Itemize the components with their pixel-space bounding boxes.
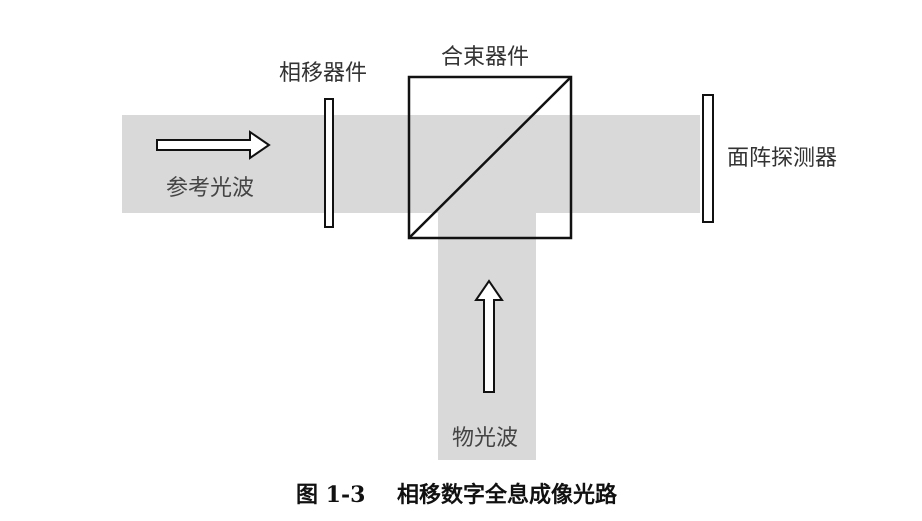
reference-beam: [122, 115, 700, 213]
reference-wave-label: 参考光波: [166, 176, 255, 201]
beam-combiner-label: 合束器件: [441, 45, 530, 70]
object-wave-label: 物光波: [452, 426, 519, 451]
array-detector-plate: [702, 94, 714, 223]
figure-number: 图 1-3: [296, 482, 366, 508]
figure-caption: 相移数字全息成像光路: [397, 482, 618, 508]
beam-combiner-diagonal: [408, 76, 572, 239]
array-detector-label: 面阵探测器: [727, 146, 838, 171]
beam-combiner-cube: [407, 75, 573, 240]
phase-shifter-plate: [324, 98, 334, 228]
phase-shifter-label: 相移器件: [279, 61, 368, 86]
object-wave-arrow: [474, 279, 504, 393]
reference-wave-arrow: [156, 130, 271, 160]
